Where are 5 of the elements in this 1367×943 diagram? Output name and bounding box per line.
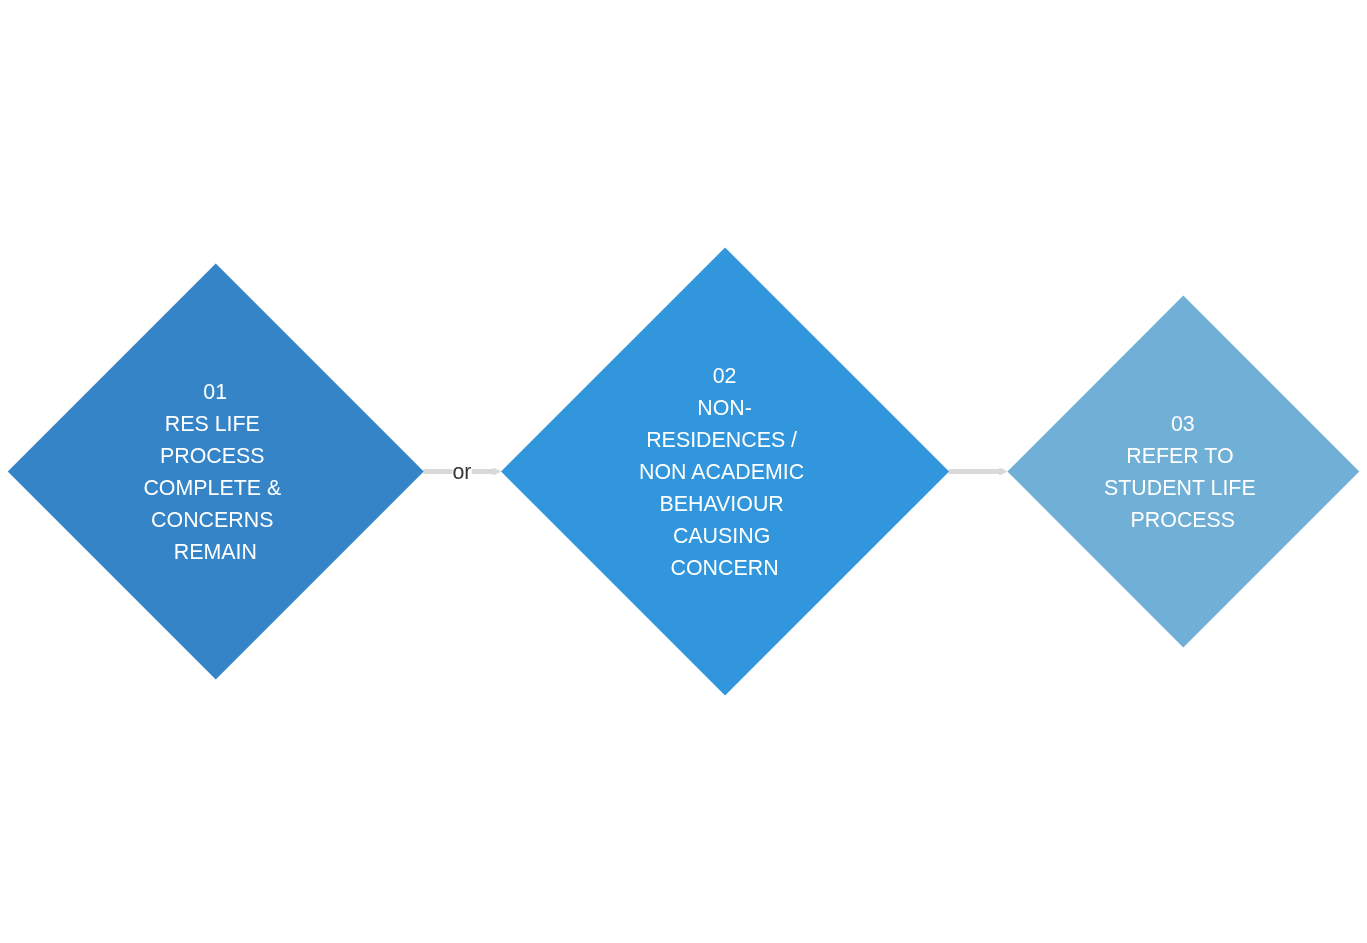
node-diamond: 02 NON-RESIDENCES / NON ACADEMIC BEHAVIOUR CAUSING CONCERN [501,247,950,696]
arrow [948,467,1008,476]
node-diamond: 01 RES LIFE PROCESS COMPLETE & CONCERNS REMAIN [7,263,424,680]
edge-label: or [452,459,472,484]
node-diamond: 03 REFER TO STUDENT LIFE PROCESS [1007,295,1360,648]
